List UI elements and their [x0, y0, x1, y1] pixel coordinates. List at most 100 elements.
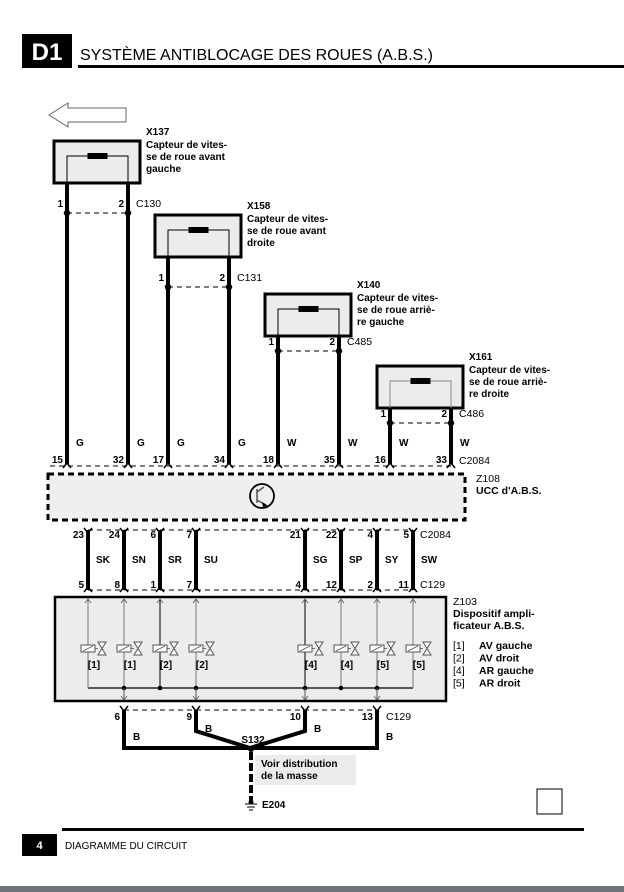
wire-color-label: G — [238, 438, 246, 449]
ecu-bottom-pin-number: 22 — [326, 530, 338, 541]
modulator-description: ficateur A.B.S. — [453, 620, 524, 632]
ecu-bottom-connector-id: C2084 — [420, 529, 451, 541]
connector-pin-number: 1 — [380, 409, 386, 420]
ecu-bottom-pin-mark — [300, 527, 310, 535]
ecu-name: UCC d'A.B.S. — [476, 485, 542, 497]
sensor-coil-icon — [188, 227, 209, 233]
modulator-bottom-pin-number: 10 — [290, 712, 302, 723]
wire-color-label: W — [287, 438, 297, 449]
header-rule — [78, 65, 624, 68]
connector-pin-number: 1 — [57, 199, 63, 210]
modulator-top-pin-mark — [191, 585, 201, 593]
arrow-up-icon — [301, 598, 309, 604]
valve-icon — [133, 641, 143, 656]
modulator-top-pin-number: 11 — [398, 580, 409, 591]
ecu-bottom-pin-number: 21 — [290, 530, 302, 541]
valve-icon — [386, 641, 396, 656]
ecu-top-pin-number: 18 — [263, 455, 275, 466]
ground-wire-color-label: B — [133, 732, 140, 743]
wire-color-label: G — [137, 438, 145, 449]
modulator-bottom-pin-number: 6 — [114, 712, 120, 723]
ecu-bottom-pin-number: 6 — [150, 530, 156, 541]
modulator-top-connector-id: C129 — [420, 579, 445, 591]
modulator-top-pin-mark — [119, 585, 129, 593]
ecu-top-pin-mark — [123, 461, 133, 469]
transistor-icon — [249, 483, 275, 509]
ecu-bottom-pin-number: 5 — [403, 530, 409, 541]
splice-id: S132 — [241, 735, 265, 746]
ecu-bottom-pin-number: 24 — [109, 530, 121, 541]
connector-id: C130 — [136, 198, 161, 210]
legend-key: [2] — [453, 653, 465, 665]
ground-symbol-icon — [245, 803, 257, 811]
sensor-id: X158 — [247, 201, 271, 212]
sensor-coil-icon — [87, 153, 108, 159]
ecu-bottom-pin-number: 23 — [73, 530, 85, 541]
ground-wire — [249, 710, 307, 750]
ecu-top-pin-number: 16 — [375, 455, 387, 466]
valve-label: [5] — [413, 660, 425, 671]
connector-pin-number: 2 — [219, 273, 225, 284]
sensor-description: Capteur de vites- — [469, 365, 550, 376]
modulator-id: Z103 — [453, 596, 477, 608]
ecu-top-pin-mark — [224, 461, 234, 469]
modulator-top-pin-mark — [408, 585, 418, 593]
sensor-description: se de roue avant — [146, 152, 226, 163]
ground-wire-color-label: B — [314, 724, 321, 735]
modulator-description: Dispositif ampli- — [453, 608, 535, 620]
valve-label: [2] — [196, 660, 208, 671]
sensor-description: re droite — [469, 389, 509, 400]
ecu-top-pin-number: 15 — [52, 455, 64, 466]
splice-dot — [248, 746, 254, 752]
legend-key: [4] — [453, 665, 465, 677]
valve-icon — [205, 641, 215, 656]
sensor-box — [263, 292, 353, 338]
arrow-down-icon — [192, 695, 200, 701]
sensor-description: Capteur de vites- — [146, 140, 227, 151]
ecu-bottom-pin-mark — [372, 527, 382, 535]
ecu-bottom-pin-number: 4 — [367, 530, 373, 541]
sensor-id: X137 — [146, 127, 170, 138]
arrow-down-icon — [373, 695, 381, 701]
legend-key: [1] — [453, 640, 465, 652]
junction-dot — [157, 685, 163, 691]
harness-wire-color-label: SW — [421, 555, 438, 566]
page-title: SYSTÈME ANTIBLOCAGE DES ROUES (A.B.S.) — [80, 45, 433, 64]
solenoid-diagonal — [371, 645, 383, 652]
ecu-top-pin-number: 17 — [153, 455, 165, 466]
legend-value: AR droit — [479, 678, 521, 690]
ground-note-text: de la masse — [261, 771, 318, 782]
sensor-description: se de roue arriè- — [357, 305, 435, 316]
modulator-top-pin-mark — [336, 585, 346, 593]
valve-label: [4] — [341, 660, 353, 671]
sensor-description: se de roue avant — [247, 226, 327, 237]
back-arrow-icon[interactable] — [48, 102, 127, 128]
valve-icon — [350, 641, 360, 656]
checkbox-square[interactable] — [536, 788, 563, 815]
solenoid-diagonal — [118, 645, 130, 652]
junction-dot — [338, 685, 344, 691]
arrow-down-icon — [120, 695, 128, 701]
modulator-box — [53, 595, 448, 703]
arrow-up-icon — [409, 598, 417, 604]
modulator-top-pin-number: 12 — [326, 580, 338, 591]
connector-id: C485 — [347, 336, 372, 348]
connector-pin-number: 1 — [268, 337, 274, 348]
ecu-bottom-pin-mark — [408, 527, 418, 535]
ecu-bottom-pin-mark — [336, 527, 346, 535]
modulator-bottom-connector-id: C129 — [386, 711, 411, 723]
page-header: D1 SYSTÈME ANTIBLOCAGE DES ROUES (A.B.S.… — [22, 34, 624, 68]
section-code: D1 — [32, 39, 63, 66]
sensor-description: se de roue arriè- — [469, 377, 547, 388]
wire-color-label: G — [76, 438, 84, 449]
ecu-id: Z108 — [476, 473, 500, 485]
arrow-down-icon — [301, 695, 309, 701]
ecu-bottom-pin-mark — [191, 527, 201, 535]
connector-id: C131 — [237, 272, 262, 284]
ecu-bottom-pin-number: 7 — [186, 530, 192, 541]
sensor-description: re gauche — [357, 317, 405, 328]
modulator-top-pin-mark — [300, 585, 310, 593]
